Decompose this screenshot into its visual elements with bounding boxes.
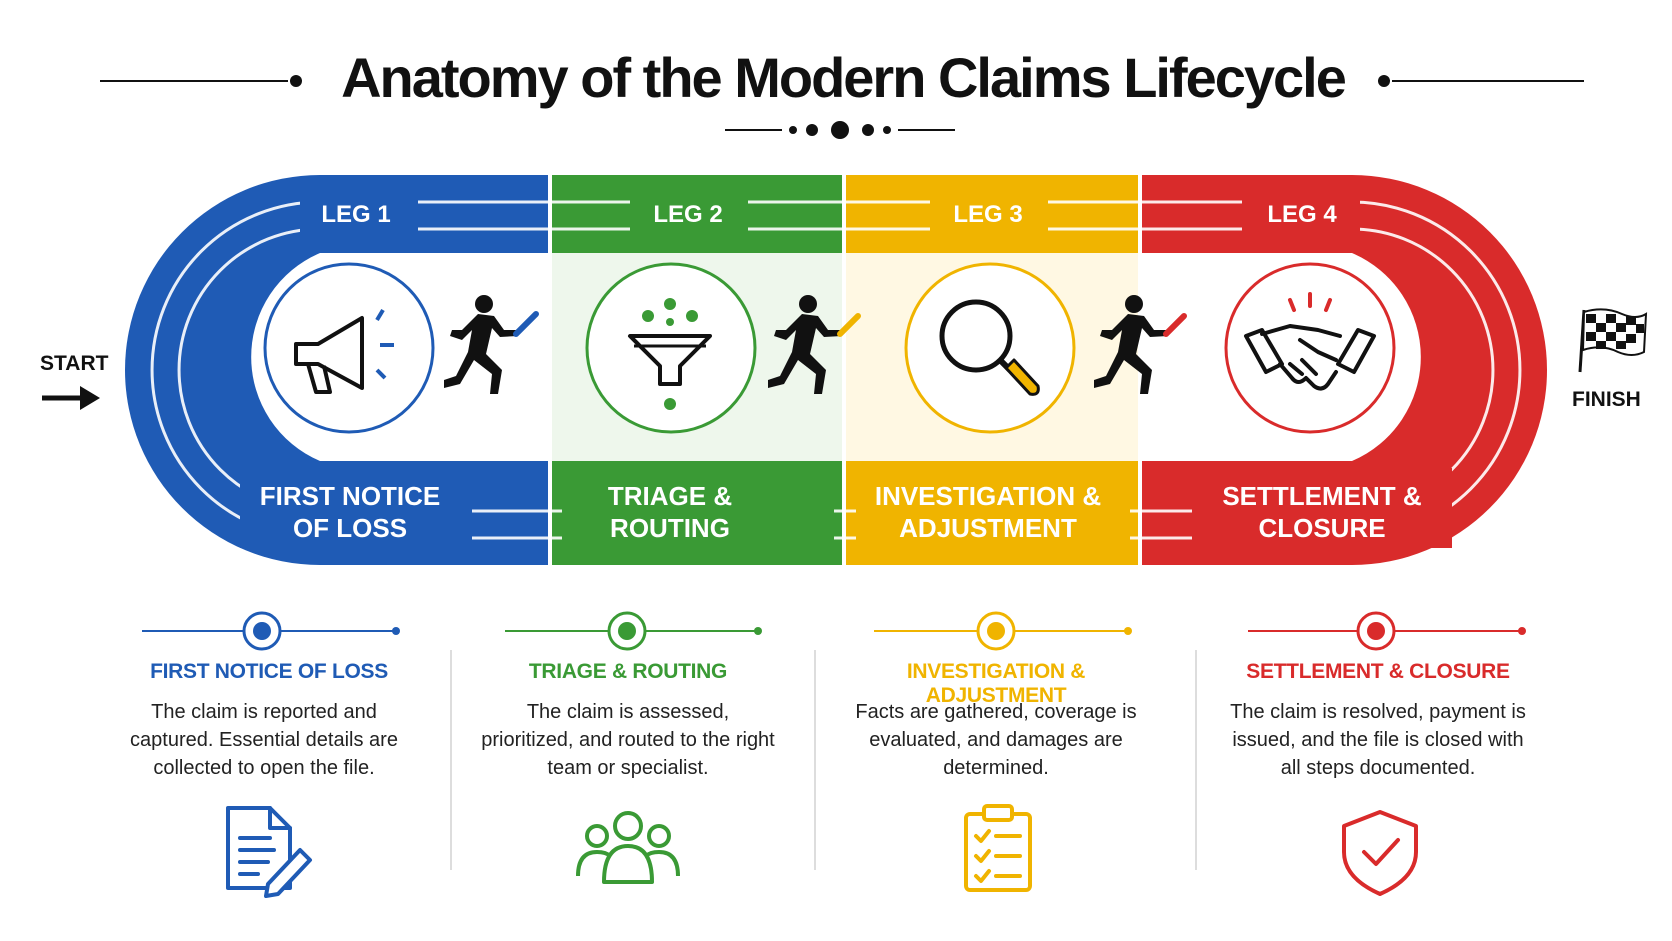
stage-1-name: FIRST NOTICE OF LOSS <box>150 660 388 683</box>
checkered-flag-icon <box>1578 308 1648 373</box>
band-name-2-line1: TRIAGE & <box>608 481 732 511</box>
funnel-icon <box>628 298 712 410</box>
timeline-marker-3 <box>874 611 1132 651</box>
stage-2-description: The claim is assessed, prioritized, and … <box>481 701 775 779</box>
band-name-3-line1: INVESTIGATION & <box>875 481 1101 511</box>
leg-2-label: LEG 2 <box>653 201 722 228</box>
band-name-4-line2: CLOSURE <box>1258 513 1385 543</box>
band-name-1-line2: OF LOSS <box>293 513 407 543</box>
stage-3-name: INVESTIGATION & ADJUSTMENT <box>906 660 1086 707</box>
stage-1-icon-circle <box>263 262 435 434</box>
leg-1-label: LEG 1 <box>321 201 390 228</box>
checklist-icon <box>964 804 1032 892</box>
finish-label: FINISH <box>1572 388 1641 411</box>
magnifier-icon <box>939 299 1040 396</box>
runner-icon-2 <box>768 295 861 394</box>
stage-2-icon-circle <box>585 262 757 434</box>
start-arrow-icon <box>42 386 100 410</box>
stage-3-icon-circle <box>904 262 1076 434</box>
megaphone-icon <box>294 308 394 394</box>
timeline-marker-1 <box>142 611 400 651</box>
band-name-1-line1: FIRST NOTICE <box>260 481 441 511</box>
team-icon <box>576 811 680 884</box>
leg-3-label: LEG 3 <box>953 201 1022 228</box>
document-pen-icon <box>226 806 312 898</box>
band-name-3-line2: ADJUSTMENT <box>899 513 1077 543</box>
band-name-4-line1: SETTLEMENT & <box>1222 481 1421 511</box>
shield-check-icon <box>1342 810 1418 896</box>
leg-4-label: LEG 4 <box>1267 201 1337 228</box>
stage-2-name: TRIAGE & ROUTING <box>528 660 728 683</box>
page-title: Anatomy of the Modern Claims Lifecycle <box>341 46 1346 109</box>
title-decoration <box>100 75 1584 139</box>
stage-4-description: The claim is resolved, payment is issued… <box>1230 701 1526 779</box>
timeline-marker-2 <box>505 611 762 651</box>
stage-3-description: Facts are gathered, coverage is evaluate… <box>855 701 1137 779</box>
band-name-2-line2: ROUTING <box>610 513 730 543</box>
runner-icon-3 <box>1094 295 1187 394</box>
timeline-marker-4 <box>1248 611 1526 651</box>
stage-1-description: The claim is reported and captured. Esse… <box>130 701 398 779</box>
stage-4-name: SETTLEMENT & CLOSURE <box>1246 660 1510 683</box>
start-label: START <box>40 352 109 375</box>
handshake-icon <box>1244 292 1376 391</box>
column-dividers <box>450 650 1197 870</box>
runner-icon-1 <box>444 295 539 394</box>
stage-4-icon-circle <box>1224 262 1396 434</box>
